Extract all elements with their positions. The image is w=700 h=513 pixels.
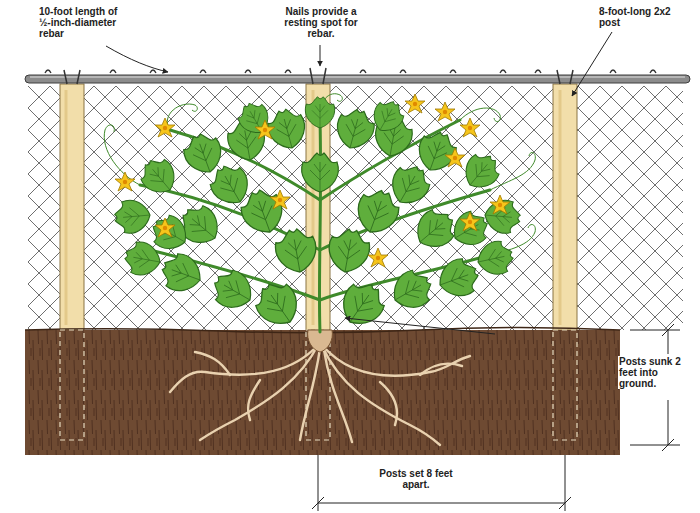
flower <box>460 118 480 137</box>
leaf <box>123 240 163 279</box>
soil <box>25 330 620 455</box>
rebar <box>25 75 690 83</box>
spacing-label: Posts set 8 feet apart. <box>372 468 460 490</box>
leaf <box>384 159 435 211</box>
post-label: 8-foot-long 2x2 post <box>598 6 672 28</box>
depth-label: Posts sunk 2 feet into ground. <box>618 356 696 389</box>
leaf <box>273 226 320 275</box>
leader-line <box>106 46 168 72</box>
flower <box>405 94 425 113</box>
leaf <box>367 96 408 138</box>
leaf <box>302 153 339 192</box>
leader-line <box>320 45 321 66</box>
leaf <box>305 97 334 128</box>
leaf <box>333 275 391 333</box>
flower <box>270 190 290 209</box>
leaf <box>434 254 483 302</box>
leaf <box>205 159 256 211</box>
leaf <box>325 226 372 275</box>
buried-post <box>553 330 577 440</box>
roots <box>170 345 470 445</box>
leaves <box>114 96 522 334</box>
vine-stems <box>140 120 490 332</box>
nail <box>64 68 573 84</box>
leader-line <box>345 318 495 334</box>
leaf <box>249 275 307 333</box>
rebar-label: 10-foot length of ½-inch-diameter rebar <box>38 6 122 39</box>
wood-post <box>553 84 577 330</box>
flowers <box>115 94 510 267</box>
flower <box>368 248 388 267</box>
flower <box>435 102 455 121</box>
flower <box>445 148 465 167</box>
leaf <box>157 249 206 297</box>
buried-post <box>60 330 84 440</box>
leaf <box>114 199 152 235</box>
leaf <box>332 106 377 153</box>
flower <box>460 212 480 231</box>
leaf <box>234 98 275 140</box>
leaf <box>135 153 183 201</box>
leaf <box>475 239 516 279</box>
leaf <box>408 203 461 256</box>
flower <box>155 118 175 137</box>
post-shading <box>66 90 560 325</box>
wire-tie <box>45 70 656 73</box>
leaf <box>447 206 494 252</box>
flower <box>115 172 135 191</box>
wood-post <box>60 84 84 330</box>
leaf <box>207 265 259 316</box>
flower <box>255 120 275 139</box>
flower <box>490 195 510 214</box>
nail-label: Nails provide a resting spot for rebar. <box>270 6 372 39</box>
leaf <box>386 265 438 316</box>
flower <box>155 218 175 237</box>
leader-line <box>572 32 612 96</box>
rebar-highlight <box>30 76 685 78</box>
tendril <box>104 94 535 255</box>
leaf <box>146 210 193 256</box>
spacing-dimension <box>312 455 571 511</box>
